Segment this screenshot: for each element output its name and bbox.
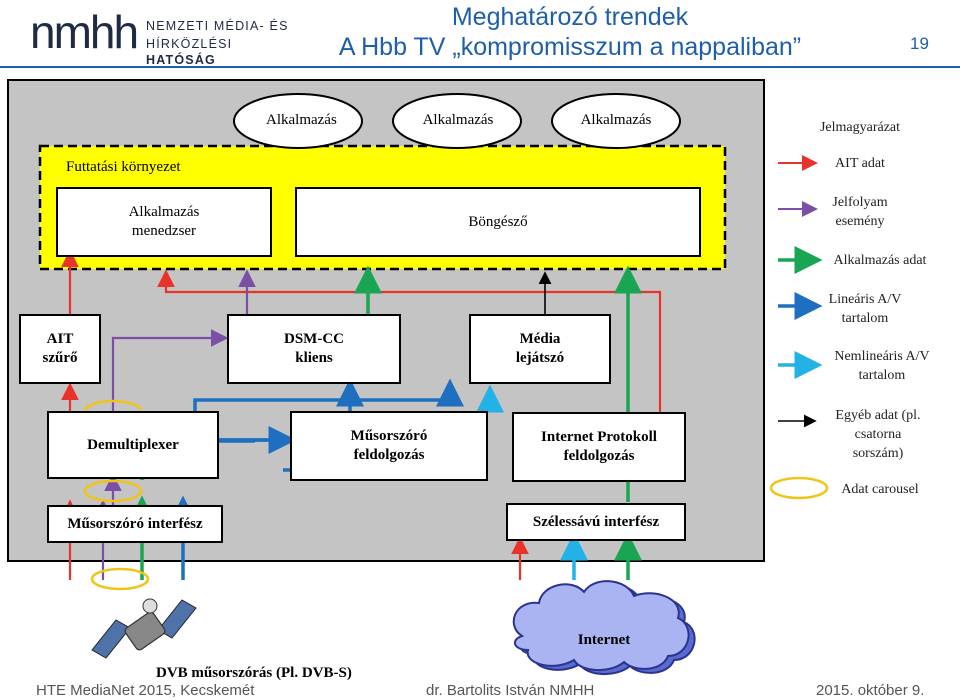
logo-line-2a: HÍRKÖZLÉSI (146, 37, 233, 51)
app-manager-line-1: Alkalmazás (128, 204, 200, 220)
legend-nonlinear-av-2: tartalom (858, 368, 906, 383)
internet-cloud (512, 580, 696, 675)
legend-linear-av-2: tartalom (841, 311, 889, 326)
nonlinear-av-lines (476, 384, 588, 580)
nmhh-logo: nmhh NEMZETI MÉDIA- ÉS HÍRKÖZLÉSI HATÓSÁ… (28, 6, 298, 67)
legend-app-data: Alkalmazás adat (833, 253, 927, 268)
legend-linear-av: Lineáris A/V tartalom (800, 290, 930, 328)
app-label-3: Alkalmazás (580, 112, 652, 128)
ait-filter-line-1: AIT (46, 331, 74, 347)
logo-line-2b: HATÓSÁG (146, 53, 216, 67)
app-label-2: Alkalmazás (422, 112, 494, 128)
app-ellipse-1 (233, 93, 363, 149)
legend-title: Jelmagyarázat (819, 120, 901, 135)
logo-line-2: HÍRKÖZLÉSI HATÓSÁG (146, 36, 298, 68)
app-manager-line-2: menedzser (131, 223, 197, 239)
legend-other-data-1: Egyéb adat (pl. (835, 408, 921, 423)
legend-carousel: Adat carousel (841, 482, 919, 497)
legend-nonlinear-av-1: Nemlineáris A/V (834, 349, 930, 364)
runtime-label: Futtatási környezet (66, 159, 181, 175)
internet-label: Internet (577, 632, 631, 648)
nmhh-logo-mark: nmhh (30, 8, 139, 54)
dvb-label: DVB műsorszórás (Pl. DVB-S) (156, 665, 352, 681)
media-player-box: Média lejátszó (469, 314, 611, 384)
broadcast-if-label: Műsorszóró interfész (67, 515, 203, 532)
broadcast-interface-box: Műsorszóró interfész (47, 505, 223, 543)
broadband-if-label: Szélessávú interfész (532, 513, 660, 530)
ait-filter-box: AIT szűrő (19, 314, 101, 384)
app-label-1: Alkalmazás (266, 112, 337, 128)
legend-stream-event-1: Jelfolyam (832, 195, 888, 210)
slide-title: Meghatározó trendek A Hbb TV „kompromiss… (320, 2, 820, 62)
app-ellipse-3 (551, 93, 681, 149)
broadband-interface-box: Szélessávú interfész (506, 503, 686, 541)
browser-label: Böngésző (468, 213, 528, 230)
legend-arrows (769, 155, 829, 500)
carousel-ring-3 (90, 567, 150, 591)
ip-proc-line-2: feldolgozás (563, 448, 635, 464)
footer-center: dr. Bartolits István NMHH (426, 682, 595, 699)
header-rule (0, 66, 960, 68)
dsmcc-line-1: DSM-CC (284, 331, 344, 347)
legend-other-data: Egyéb adat (pl. csatorna sorszám) (808, 406, 948, 463)
dsmcc-client-box: DSM-CC kliens (227, 314, 401, 384)
logo-line-1: NEMZETI MÉDIA- ÉS (146, 19, 289, 33)
ip-processing-box: Internet Protokoll feldolgozás (512, 412, 686, 482)
legend-stream-event-2: esemény (835, 214, 885, 229)
demux-label: Demultiplexer (87, 436, 179, 453)
logo-letters: nmhh (30, 8, 137, 54)
footer-left: HTE MediaNet 2015, Kecskemét (36, 682, 255, 699)
broadcast-processing-box: Műsorszóró feldolgozás (290, 411, 488, 481)
media-player-line-1: Média (519, 331, 561, 347)
dsmcc-line-2: kliens (295, 350, 333, 366)
browser-box: Böngésző (295, 187, 701, 257)
app-manager-box: Alkalmazás menedzser (56, 187, 272, 257)
ait-filter-line-2: szűrő (42, 350, 78, 366)
app-ellipse-2 (392, 93, 522, 149)
media-player-line-2: lejátszó (515, 350, 565, 366)
legend-other-data-2: csatorna (854, 427, 902, 442)
satellite-icon (91, 598, 197, 659)
title-line-2: A Hbb TV „kompromisszum a nappaliban” (338, 33, 802, 61)
broadcast-proc-line-1: Műsorszóró (350, 428, 428, 444)
legend-linear-av-1: Lineáris A/V (828, 292, 902, 307)
broadcast-proc-line-2: feldolgozás (353, 447, 425, 463)
demultiplexer-box: Demultiplexer (47, 411, 219, 479)
carousel-ring-2 (83, 479, 143, 503)
page-number: 19 (910, 34, 929, 53)
ip-proc-line-1: Internet Protokoll (541, 429, 657, 445)
legend-stream-event: Jelfolyam esemény (800, 193, 920, 231)
footer-right: 2015. október 9. (816, 682, 925, 699)
title-line-1: Meghatározó trendek (451, 3, 689, 31)
legend-nonlinear-av: Nemlineáris A/V tartalom (812, 347, 952, 385)
legend-ait-data: AIT adat (835, 156, 885, 171)
legend-other-data-3: sorszám) (852, 446, 904, 461)
